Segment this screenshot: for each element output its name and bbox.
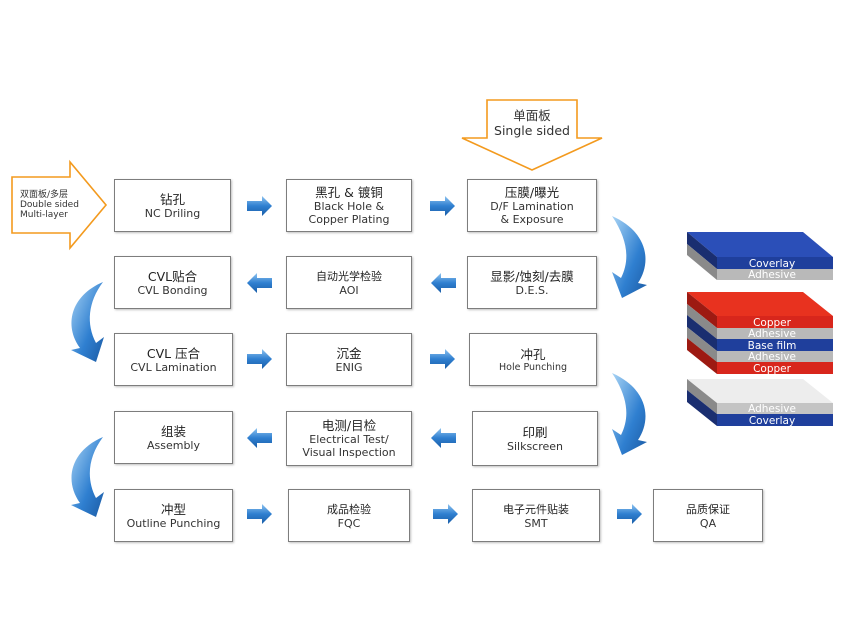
stackup-bottom-layer-1: Adhesive [748,403,796,415]
step-assembly-en: Assembly [146,438,201,452]
stackup-middle-layer-2: Adhesive [748,328,796,340]
step-aoi-en: AOI [339,283,359,297]
step-des-en: D.E.S. [515,283,549,297]
single-sided-label-cn: 单面板 [513,108,551,123]
step-fqc-cn: 成品检验 [327,502,371,516]
step-hole-punching-cn: 冲孔 [520,346,546,362]
arrow-blackhole-to-df [430,196,455,216]
step-nc-drilling-cn: 钻孔 [159,191,185,207]
stackup-middle-layer-4: Adhesive [748,351,796,363]
step-enig-cn: 沉金 [336,345,362,361]
step-silkscreen-en: Silkscreen [506,439,564,453]
stackup-bottom [687,379,833,426]
stackup-top-layer-1: Coverlay [749,258,795,270]
single-sided-label-en: Single sided [494,123,570,138]
single-sided-input-arrow [461,99,603,171]
step-electrical-test-en1: Electrical Test/ [309,433,389,446]
arrow-smt-to-qa [617,504,642,524]
stackup-middle-layer-3: Base film [748,340,797,352]
step-outline-punching-cn: 冲型 [160,501,186,517]
step-smt-en: SMT [524,516,548,530]
step-cvl-lamination: CVL 压合 CVL Lamination [114,333,233,386]
step-outline-punching: 冲型 Outline Punching [114,489,233,542]
arrow-des-to-aoi [431,273,456,293]
step-aoi-cn: 自动光学检验 [316,269,382,283]
step-cvl-bonding-en: CVL Bonding [137,283,208,297]
step-outline-punching-en: Outline Punching [126,516,221,530]
double-sided-label: 双面板/多层 Double sided Multi-layer [20,190,79,220]
stackup-middle-layer-5: Copper [753,363,792,375]
arrow-etest-to-assembly [247,428,272,448]
step-df-lamination-cn: 压膜/曝光 [504,185,560,200]
step-hole-punching-en: Hole Punching [499,361,567,373]
step-electrical-test-cn: 电测/目检 [321,418,377,433]
step-cvl-lamination-en: CVL Lamination [130,360,217,374]
step-black-hole: 黑孔 & 镀铜 Black Hole & Copper Plating [286,179,412,232]
step-nc-drilling: 钻孔 NC Driling [114,179,231,232]
step-electrical-test-en2: Visual Inspection [302,446,396,459]
step-silkscreen-cn: 印刷 [522,424,548,440]
step-aoi: 自动光学检验 AOI [286,256,412,309]
stackup-bottom-layer-2: Coverlay [749,415,795,427]
step-cvl-lamination-cn: CVL 压合 [146,345,201,361]
arrow-nc-to-blackhole [247,196,272,216]
step-fqc-en: FQC [337,516,361,530]
double-sided-label-en1: Double sided [20,200,79,210]
stackup-top [687,232,833,280]
arrow-enig-to-punch [430,349,455,369]
step-smt-cn: 电子元件贴装 [503,502,569,516]
step-df-lamination-en2: & Exposure [500,213,564,226]
arrow-fqc-to-smt [433,504,458,524]
step-electrical-test: 电测/目检 Electrical Test/ Visual Inspection [286,411,412,466]
single-sided-label: 单面板 Single sided [487,108,577,138]
stackup-middle [687,292,833,374]
arrow-silk-to-etest [431,428,456,448]
right-arrows [247,196,642,524]
curve-arrow-left-1 [71,282,104,362]
step-hole-punching: 冲孔 Hole Punching [469,333,597,386]
curve-arrow-right-2 [612,373,647,455]
step-fqc: 成品检验 FQC [288,489,410,542]
step-cvl-bonding-cn: CVL贴合 [147,268,198,284]
step-qa-en: QA [699,516,717,530]
stackup-top-layer-2: Adhesive [748,269,796,281]
step-qa-cn: 品质保证 [686,502,730,516]
left-arrows [247,273,456,448]
step-cvl-bonding: CVL贴合 CVL Bonding [114,256,231,309]
stackup-middle-layer-1: Copper [753,317,792,329]
curve-arrow-right-1 [612,216,647,298]
step-enig: 沉金 ENIG [286,333,412,386]
curve-arrow-left-2 [71,437,104,517]
step-assembly: 组装 Assembly [114,411,233,464]
step-smt: 电子元件贴装 SMT [472,489,600,542]
step-df-lamination-en1: D/F Lamination [490,200,574,213]
step-black-hole-en1: Black Hole & [313,200,385,213]
step-nc-drilling-en: NC Driling [144,206,201,220]
step-assembly-cn: 组装 [160,423,186,439]
arrow-cvllam-to-enig [247,349,272,369]
double-sided-input-arrow [11,159,108,251]
step-black-hole-en2: Copper Plating [308,213,390,226]
double-sided-label-en2: Multi-layer [20,210,68,220]
arrow-outline-to-fqc [247,504,272,524]
step-enig-en: ENIG [335,360,363,374]
step-silkscreen: 印刷 Silkscreen [472,411,598,466]
step-black-hole-cn: 黑孔 & 镀铜 [315,185,383,200]
step-df-lamination: 压膜/曝光 D/F Lamination & Exposure [467,179,597,232]
step-qa: 品质保证 QA [653,489,763,542]
step-des: 显影/蚀刻/去膜 D.E.S. [467,256,597,309]
arrow-aoi-to-cvlbond [247,273,272,293]
double-sided-label-cn: 双面板/多层 [20,190,69,200]
step-des-cn: 显影/蚀刻/去膜 [490,268,574,284]
